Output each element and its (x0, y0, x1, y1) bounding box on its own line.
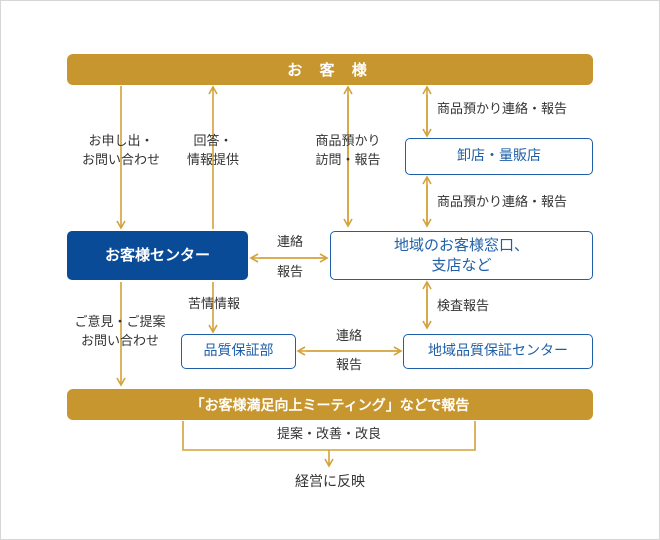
visit-report-label: 商品預かり訪問・報告 (315, 134, 381, 168)
quality-dept-box: 品質保証部 (181, 334, 296, 369)
regional-office-line1: 地域のお客様窓口、 (393, 236, 529, 254)
answer-label: 回答・情報提供 (186, 134, 239, 168)
customers-bar: お 客 様 (67, 54, 593, 85)
quality-dept-label: 品質保証部 (203, 343, 274, 360)
wholesale-box: 卸店・量販店 (405, 138, 593, 175)
proposal-label: 提案・改善・改良 (276, 427, 381, 442)
regional-quality-center-box: 地域品質保証センター (403, 334, 593, 369)
regional-quality-center-label: 地域品質保証センター (428, 343, 568, 360)
contact-report-top-label: 商品預かり連絡・報告 (437, 102, 568, 117)
complaint-label: 苦情情報 (187, 297, 240, 312)
houkoku-label: 報告 (276, 265, 303, 280)
customer-center-label: お客様センター (104, 245, 210, 264)
regional-office-line2: 支店など (431, 255, 492, 274)
opinion-label: ご意見・ご提案お問い合わせ (74, 315, 166, 349)
contact-report-mid-label: 商品預かり連絡・報告 (437, 195, 568, 210)
meeting-report-bar: 「お客様満足向上ミーティング」などで報告 (67, 389, 593, 420)
inquiry-label: お申し出・お問い合わせ (81, 134, 160, 168)
inspection-report-label: 検査報告 (437, 299, 490, 314)
regional-office-box: 地域のお客様窓口、 支店など (330, 231, 593, 280)
customer-center-box: お客様センター (67, 231, 248, 280)
houkoku-label-2: 報告 (335, 358, 362, 373)
renraku-label-2: 連絡 (335, 329, 362, 344)
management-reflection-label: 経営に反映 (295, 474, 365, 490)
renraku-label: 連絡 (276, 235, 303, 250)
wholesale-label: 卸店・量販店 (457, 148, 541, 165)
